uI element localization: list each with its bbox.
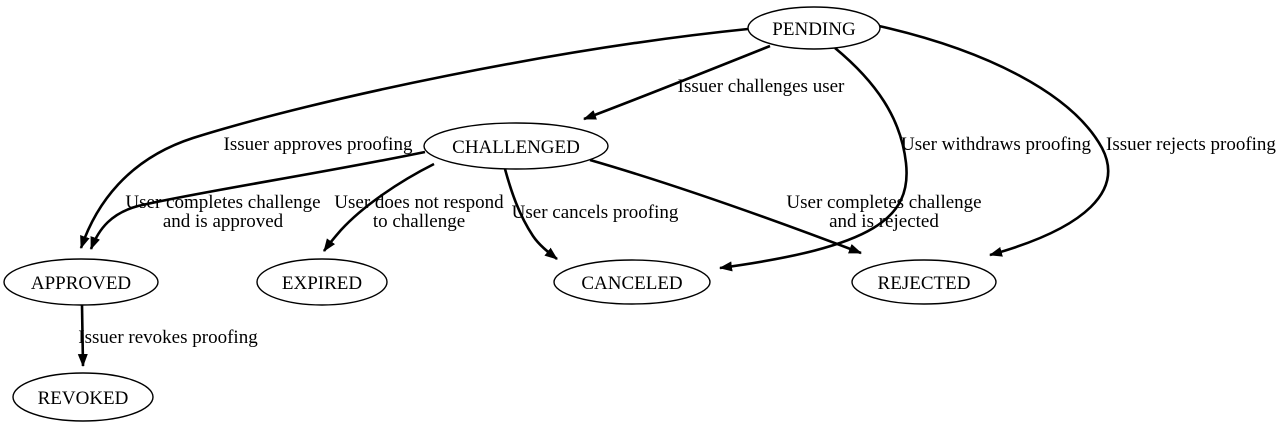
edges — [77, 24, 1110, 367]
node-approved-shape — [3, 258, 159, 306]
node-rejected-shape — [851, 259, 997, 305]
node-pending-shape — [747, 6, 881, 50]
node-revoked-label: REVOKED — [38, 388, 129, 409]
edge-pending-approved — [79, 27, 749, 249]
node-expired: EXPIRED — [256, 258, 388, 306]
node-expired-label: EXPIRED — [282, 273, 362, 294]
edge-label-user-completes-challenge-rejected-line1: User completes challenge — [786, 192, 981, 213]
edge-label-user-completes-challenge-approved-line2: and is approved — [163, 211, 284, 232]
edge-label-user-completes-challenge-approved-line1: User completes challenge — [125, 192, 320, 213]
node-revoked: REVOKED — [12, 372, 154, 422]
nodes: PENDING CHALLENGED APPROVED EXPIRED CANC… — [3, 6, 997, 422]
edge-label-user-does-not-respond-line1: User does not respond — [334, 192, 504, 213]
edge-approved-revoked — [77, 304, 88, 367]
edge-challenged-canceled — [503, 168, 558, 261]
node-challenged: CHALLENGED — [423, 122, 609, 170]
node-revoked-shape — [12, 372, 154, 422]
node-canceled-shape — [553, 259, 711, 305]
edge-pending-canceled — [719, 46, 908, 272]
edge-pending-rejected — [878, 24, 1110, 257]
edge-labels: Issuer challenges user Issuer approves p… — [78, 76, 1276, 348]
node-challenged-label: CHALLENGED — [452, 137, 580, 158]
edge-label-issuer-revokes-proofing: Issuer revokes proofing — [78, 327, 258, 348]
edge-pending-challenged — [583, 44, 771, 121]
node-pending: PENDING — [747, 6, 881, 50]
node-canceled-label: CANCELED — [581, 273, 682, 294]
node-rejected-label: REJECTED — [878, 273, 971, 294]
edge-challenged-rejected — [589, 158, 862, 255]
node-canceled: CANCELED — [553, 259, 711, 305]
edge-label-user-does-not-respond-line2: to challenge — [373, 211, 465, 232]
edge-label-issuer-challenges-user: Issuer challenges user — [678, 76, 845, 97]
edge-label-issuer-approves-proofing: Issuer approves proofing — [224, 134, 413, 155]
edge-label-user-withdraws-proofing: User withdraws proofing — [901, 134, 1091, 155]
edge-label-user-cancels-proofing: User cancels proofing — [512, 202, 679, 223]
edge-label-issuer-rejects-proofing: Issuer rejects proofing — [1106, 134, 1276, 155]
node-challenged-shape — [423, 122, 609, 170]
edge-challenged-approved — [89, 150, 426, 250]
edge-challenged-expired — [322, 162, 435, 252]
edge-label-user-completes-challenge-rejected-line2: and is rejected — [829, 211, 939, 232]
node-expired-shape — [256, 258, 388, 306]
node-approved: APPROVED — [3, 258, 159, 306]
node-pending-label: PENDING — [772, 19, 856, 40]
node-rejected: REJECTED — [851, 259, 997, 305]
node-approved-label: APPROVED — [31, 273, 131, 294]
